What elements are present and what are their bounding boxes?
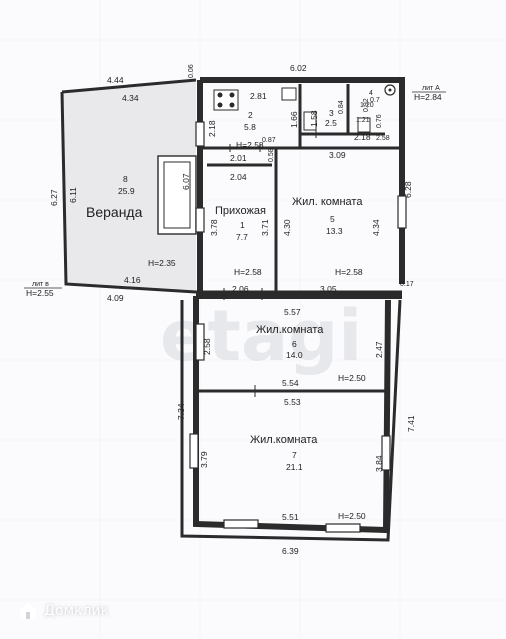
- dimension-label: 6.07: [181, 173, 191, 190]
- room7-area: 21.1: [286, 462, 303, 472]
- windows: [189, 121, 407, 533]
- room5-height: Н=2.58: [335, 267, 363, 277]
- dimension-label: 4.16: [124, 275, 141, 285]
- house-walls: [196, 77, 405, 294]
- dimension-label: 4.34: [371, 219, 381, 236]
- lit-v-height: Н=2.55: [26, 288, 54, 298]
- veranda-walls: [60, 78, 197, 294]
- dimension-label: 2.58: [376, 135, 390, 142]
- dimension-label: 2.58: [202, 338, 212, 355]
- lower-walls: [180, 293, 402, 542]
- door-marks: [223, 130, 317, 397]
- room6-label: Жил.комната: [256, 324, 324, 336]
- dimension-label: 3.05: [320, 284, 337, 294]
- kitchen-number: 2: [248, 110, 253, 120]
- dimension-label: 4.30: [282, 219, 292, 236]
- hall-height: Н=2.58: [234, 267, 262, 277]
- dimension-label: 3.79: [199, 451, 209, 468]
- dimension-label: 3.84: [374, 455, 384, 472]
- dimension-label: 2.18: [354, 132, 371, 142]
- dimension-label: 4.09: [107, 293, 124, 303]
- room7-height: Н=2.50: [338, 511, 366, 521]
- dimension-label: 2.04: [230, 172, 247, 182]
- room6-number: 6: [292, 339, 297, 349]
- dimension-label: 2.01: [230, 153, 247, 163]
- veranda-number: 8: [123, 174, 128, 184]
- dimension-label: 2.06: [232, 284, 249, 294]
- hall-label: Прихожая: [215, 205, 266, 217]
- brand-name: Домклик: [44, 603, 110, 619]
- hall-number: 1: [240, 220, 245, 230]
- wc-number: 4: [369, 90, 373, 97]
- dimension-label: 6.11: [68, 187, 78, 203]
- dimension-label: 0.7: [370, 97, 380, 104]
- dimension-label: 3.71: [260, 219, 270, 236]
- dimension-label: 4.34: [122, 93, 139, 103]
- watermark: etagi: [160, 295, 362, 377]
- kitchen-stove: [213, 89, 239, 111]
- dimension-label: 6.28: [403, 181, 413, 198]
- dimension-label: 3.78: [209, 219, 219, 236]
- dimension-label: 4.44: [107, 75, 124, 85]
- dimension-label: 5.57: [284, 307, 301, 317]
- dimensions: 6.02 4.44 4.34 0.06 4.16 4.09 2.81 2.18 …: [49, 63, 416, 556]
- dimension-label: 0.58: [268, 148, 275, 162]
- sink-icon: [281, 84, 396, 133]
- dimension-label: 7.34: [176, 403, 186, 420]
- brand-logo: Домклик: [18, 601, 109, 621]
- dimension-label: 0.76: [376, 114, 383, 128]
- dimension-label: 3.09: [329, 150, 346, 160]
- room7-number: 7: [292, 450, 297, 460]
- room6-height: Н=2.50: [338, 373, 366, 383]
- dimension-label: 0.87: [262, 137, 276, 144]
- room5-label: Жил. комната: [292, 196, 363, 208]
- dimension-label: 6.02: [290, 63, 307, 73]
- lit-v-label: лит в: [32, 281, 49, 288]
- hall-area: 7.7: [236, 232, 248, 242]
- dimension-label: 0.92: [363, 98, 370, 112]
- kitchen-height: Н=2.58: [236, 140, 264, 150]
- veranda-label: Веранда: [86, 204, 143, 220]
- lit-a-height: Н=2.84: [414, 92, 442, 102]
- dimension-label: 2.81: [250, 91, 267, 101]
- veranda-area: 25.9: [118, 186, 135, 196]
- dimension-label: 1.21: [356, 117, 370, 124]
- bath-number: 3: [329, 108, 334, 118]
- kitchen-area: 5.8: [244, 122, 256, 132]
- bath-area: 2.5: [325, 118, 337, 128]
- room7-label: Жил.комната: [250, 434, 318, 446]
- dimension-label: 6.39: [282, 546, 299, 556]
- dimension-label: 2.47: [374, 341, 384, 358]
- dimension-label: 1.58: [309, 110, 319, 127]
- dimension-label: 7.41: [406, 415, 416, 432]
- lit-a-label: лит А: [422, 85, 440, 92]
- dimension-label: 0.84: [338, 100, 345, 114]
- house-logo-icon: [20, 603, 36, 619]
- dimension-label: 1.66: [289, 111, 299, 128]
- veranda-height: Н=2.35: [148, 258, 176, 268]
- room6-area: 14.0: [286, 350, 303, 360]
- room5-number: 5: [330, 214, 335, 224]
- dimension-label: 6.27: [49, 189, 59, 206]
- dimension-label: 5.51: [282, 512, 299, 522]
- dimension-label: 0.06: [188, 64, 195, 78]
- dimension-label: 0.17: [400, 281, 414, 288]
- wc-area: 1.20: [360, 102, 374, 109]
- dimension-label: 2.18: [207, 120, 217, 137]
- room5-area: 13.3: [326, 226, 343, 236]
- dimension-label: 5.53: [284, 397, 301, 407]
- dimension-label: 5.54: [282, 378, 299, 388]
